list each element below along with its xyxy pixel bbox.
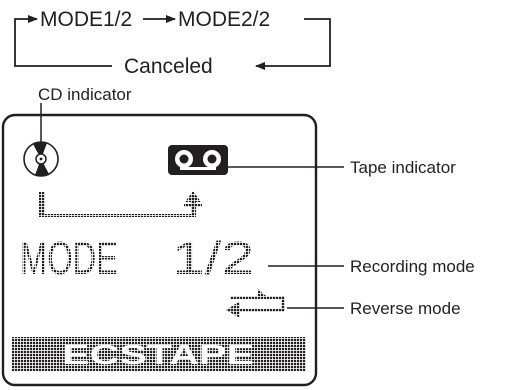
lcd-bottom-text: ECSTAPE — [62, 339, 254, 370]
lcd-mode-word: MODE — [20, 232, 118, 284]
lcd-mode-readout: MODE 1/2 — [20, 232, 254, 284]
lcd-mode-value: 1/2 — [172, 232, 254, 284]
flow-arrow-start — [14, 15, 38, 42]
lcd-bottom-band: ECSTAPE — [12, 337, 306, 371]
callout-lines — [40, 103, 344, 309]
cd-indicator-label: CD indicator — [38, 85, 132, 104]
tape-indicator-label: Tape indicator — [350, 158, 456, 177]
flow-step-2: MODE2/2 — [178, 8, 270, 31]
cassette-tape-icon — [168, 145, 228, 175]
mode-flow-diagram — [14, 15, 331, 70]
recording-mode-label: Recording mode — [350, 257, 475, 276]
cd-disc-icon — [23, 141, 59, 177]
reverse-arrow-icon — [226, 289, 285, 318]
flow-step-1: MODE1/2 — [40, 8, 132, 31]
reverse-mode-label: Reverse mode — [350, 299, 461, 318]
flow-step-3: Canceled — [124, 55, 213, 78]
lcd-display-frame — [1, 113, 318, 387]
flow-line-back — [14, 42, 112, 67]
flow-arrow-return — [255, 18, 331, 70]
cd-to-tape-connector — [39, 191, 202, 217]
